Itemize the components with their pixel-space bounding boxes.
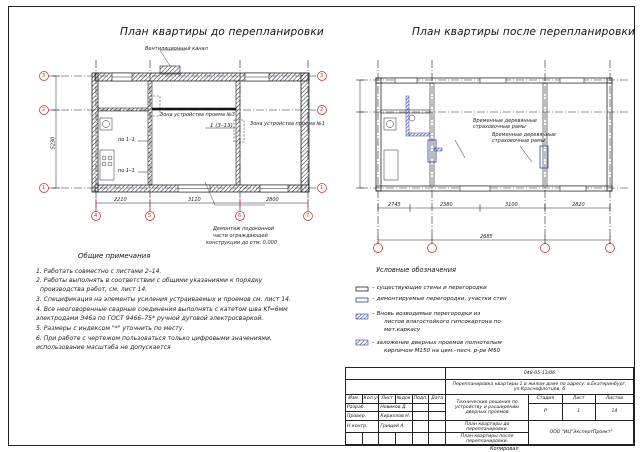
title-after-plan: План квартиры после перепланировки	[412, 26, 636, 38]
dim-after-5: 2685	[480, 234, 493, 240]
axis-col-5: 5	[148, 213, 152, 219]
tb-code: 048-05-13/06	[444, 367, 635, 380]
label-support-1a: Временные деревянные	[473, 118, 537, 124]
axis-row-3-left: 3	[42, 73, 46, 79]
legend-new-3: мет.каркасу	[384, 327, 421, 333]
label-demolish-3: конструкции до отм. 0,000	[206, 240, 277, 246]
axis-bubbles-after	[373, 243, 615, 253]
tb-head-date: Дата	[428, 394, 446, 404]
title-block: 048-05-13/06 Перепланировка квартиры 1 в…	[344, 367, 635, 445]
legend-fill-1: – заложение дверных проемов полнотелым	[372, 340, 502, 346]
tb-sheet-hdr: Лист	[561, 394, 596, 404]
tb-role-2: Провер.	[344, 411, 380, 422]
note-4b: электродами Э46а по ГОСТ 9466–75* ручной…	[36, 315, 264, 322]
legend-existing: – существующие стены и перегородки	[372, 285, 487, 291]
sheet-frame	[8, 6, 635, 446]
legend-fill-2: кирпичом М150 на цем.–песч. р-ре М50	[384, 348, 501, 354]
note-6: 6. При работе с чертежом пользоваться то…	[36, 335, 272, 342]
tb-stage-hdr: Стадия	[528, 394, 563, 404]
label-opening-zone-1: Зона устройства проема №1	[250, 121, 325, 127]
tb-name-1: Новиков Д.	[378, 402, 413, 413]
plan-before	[48, 49, 318, 212]
tb-head-doc: №док	[394, 394, 413, 404]
note-2: 2. Работы выполнять в соответствии с общ…	[36, 277, 263, 284]
plan-after	[356, 60, 630, 252]
note-2b: производства работ, см. лист 14.	[40, 286, 148, 293]
tb-role-1: Разраб.	[344, 402, 380, 413]
dim-before-3: 2800	[266, 197, 279, 203]
tb-role-3: Н.контр.	[344, 420, 380, 434]
tb-object: Перепланировка квартиры 1 в жилом доме п…	[444, 378, 635, 396]
axis-row-2-right: 2	[320, 107, 324, 113]
axis-row-3-right: 3	[320, 73, 324, 79]
label-ventilation: Вентиляционный канал	[145, 46, 208, 52]
tb-stage: Р	[528, 402, 563, 422]
note-6b: использование масштаба не допускается	[36, 344, 171, 351]
axis-row-1-right: 1	[320, 185, 324, 191]
dim-after-3: 3100	[505, 202, 518, 208]
legend-title: Условные обозначения	[376, 266, 456, 274]
note-4: 4. Все неоговоренные сварные соединения …	[36, 306, 288, 313]
tb-drawing-2: План квартиры после перепланировки.	[444, 432, 530, 445]
tb-head-koluch: Кол.уч	[361, 394, 380, 404]
dim-after-2: 2380	[440, 202, 453, 208]
axis-row-2-left: 2	[42, 107, 46, 113]
notes-title: Общие примечания	[78, 252, 151, 260]
legend-demolished: – демонтируемые перегородки, участки сте…	[372, 296, 507, 302]
label-demolish-1: Демонтаж подоконной	[213, 226, 274, 232]
note-3: 3. Спецификация на элементы усиления уст…	[36, 296, 291, 303]
tb-name-2: Кириллов Н.	[378, 411, 413, 422]
axis-col-6: 6	[238, 213, 242, 219]
note-5: 5. Размеры с индексом "*" уточнить по ме…	[36, 325, 185, 332]
legend-new-1: – Вновь возводимые перегородки из	[372, 311, 481, 317]
tb-description: Технические решения по устройству и расш…	[444, 394, 530, 422]
label-support-2b: страховочные рамы	[492, 138, 545, 144]
label-demolish-2: части ограждающей	[213, 233, 268, 239]
tb-drawing-1: План квартиры до перепланировки.	[444, 420, 530, 434]
legend-new-2: листов влагостойкого гипсокартона по	[384, 319, 501, 325]
axis-col-7: 7	[306, 213, 310, 219]
tb-company: ООО "ИЦ"ЭкспертПроект"	[528, 420, 634, 445]
tb-sheets-hdr: Листов	[594, 394, 635, 404]
tb-sheet: 1	[561, 402, 596, 422]
axis-bubbles-before	[39, 71, 327, 221]
dim-before-1: 2210	[114, 197, 127, 203]
dim-before-4: 5230	[50, 136, 57, 150]
copied-by: Копировал	[490, 446, 519, 452]
label-support-1b: страховочные рамы	[473, 124, 526, 130]
tb-name-3: Грищей А.	[378, 420, 413, 434]
dim-after-1: 2745	[388, 202, 401, 208]
tb-head-izm: Изм.	[345, 394, 363, 404]
label-support-2a: Временные деревянные	[492, 132, 556, 138]
note-1: 1. Работать совместно с листами 2–14.	[36, 268, 162, 275]
label-section-b: по 1–1	[118, 168, 135, 174]
label-section-a: по 1–1	[118, 137, 135, 143]
axis-row-1-left: 1	[42, 185, 46, 191]
dim-before-2: 3110	[188, 197, 201, 203]
legend-symbols	[355, 286, 369, 346]
tb-sheets: 14	[594, 402, 635, 422]
label-cut: 1 (3–13)	[210, 123, 233, 129]
label-opening-zone-3: Зона устройства проема №3	[160, 112, 235, 118]
tb-head-sign: Подп.	[411, 394, 430, 404]
tb-head-list: Лист	[378, 394, 396, 404]
axis-col-4: 4	[94, 213, 98, 219]
title-before-plan: План квартиры до перепланировки	[120, 26, 324, 38]
dim-after-4: 2820	[572, 202, 585, 208]
